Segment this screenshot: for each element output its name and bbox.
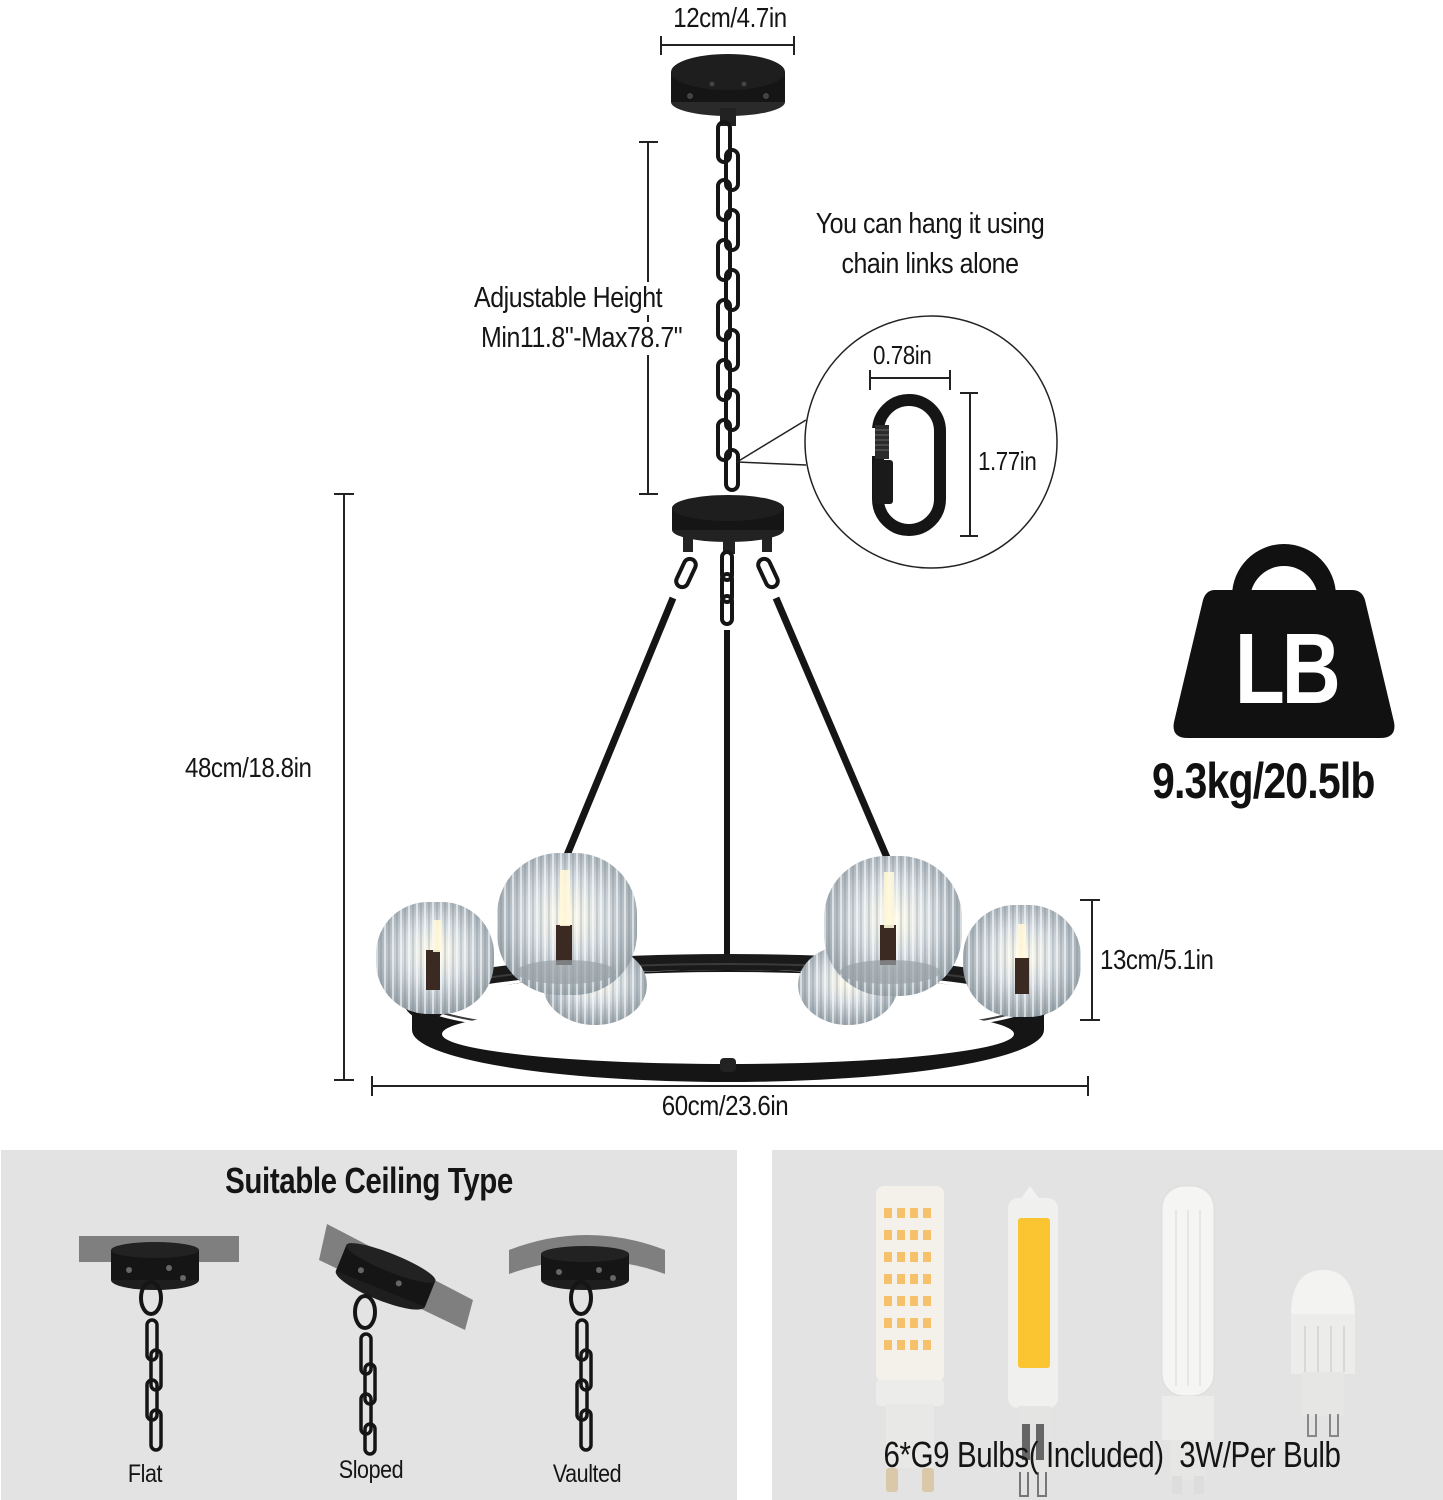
carabiner-height-label: 1.77in [978,446,1037,476]
ceiling-panel-title: Suitable Ceiling Type [225,1160,513,1201]
frosted-mini-bulb-icon [1291,1270,1355,1437]
fixture-width-label: 60cm/23.6in [661,1090,789,1121]
flat-ceiling-illustration [79,1236,239,1452]
sloped-ceiling-illustration [319,1224,473,1456]
adjustable-height-range: Min11.8"-Max78.7" [481,322,683,355]
filament-tube-bulb-icon [1161,1185,1215,1494]
weight-icon-label: LB [1234,613,1341,725]
fixture-height-label: 48cm/18.8in [185,752,312,783]
bulbs-caption: 6*G9 Bulbs( Included) 3W/Per Bulb [883,1434,1341,1475]
shade-height-label: 13cm/5.1in [1100,944,1214,975]
ceiling-type-panel: Suitable Ceiling Type [1,1150,737,1500]
weight-value: 9.3kg/20.5lb [1152,753,1375,809]
ceiling-illustrations [79,1224,665,1456]
ceiling-type-sloped-label: Sloped [338,1456,404,1484]
bulbs-panel: 6*G9 Bulbs( Included) 3W/Per Bulb [772,1150,1443,1500]
vaulted-ceiling-illustration [509,1235,665,1452]
cob-capsule-bulb-icon [1008,1186,1058,1497]
chain-note-line2: chain links alone [841,248,1019,280]
ceiling-type-flat-label: Flat [127,1460,163,1488]
adjustable-height-title: Adjustable Height [474,282,663,315]
bulb-illustrations [876,1185,1355,1497]
carabiner-width-label: 0.78in [873,340,932,370]
ceiling-type-vaulted-label: Vaulted [552,1460,622,1488]
chain-note-line1: You can hang it using [815,208,1045,240]
canopy-width-label: 12cm/4.7in [673,2,787,33]
smd-corn-bulb-icon [876,1186,944,1492]
